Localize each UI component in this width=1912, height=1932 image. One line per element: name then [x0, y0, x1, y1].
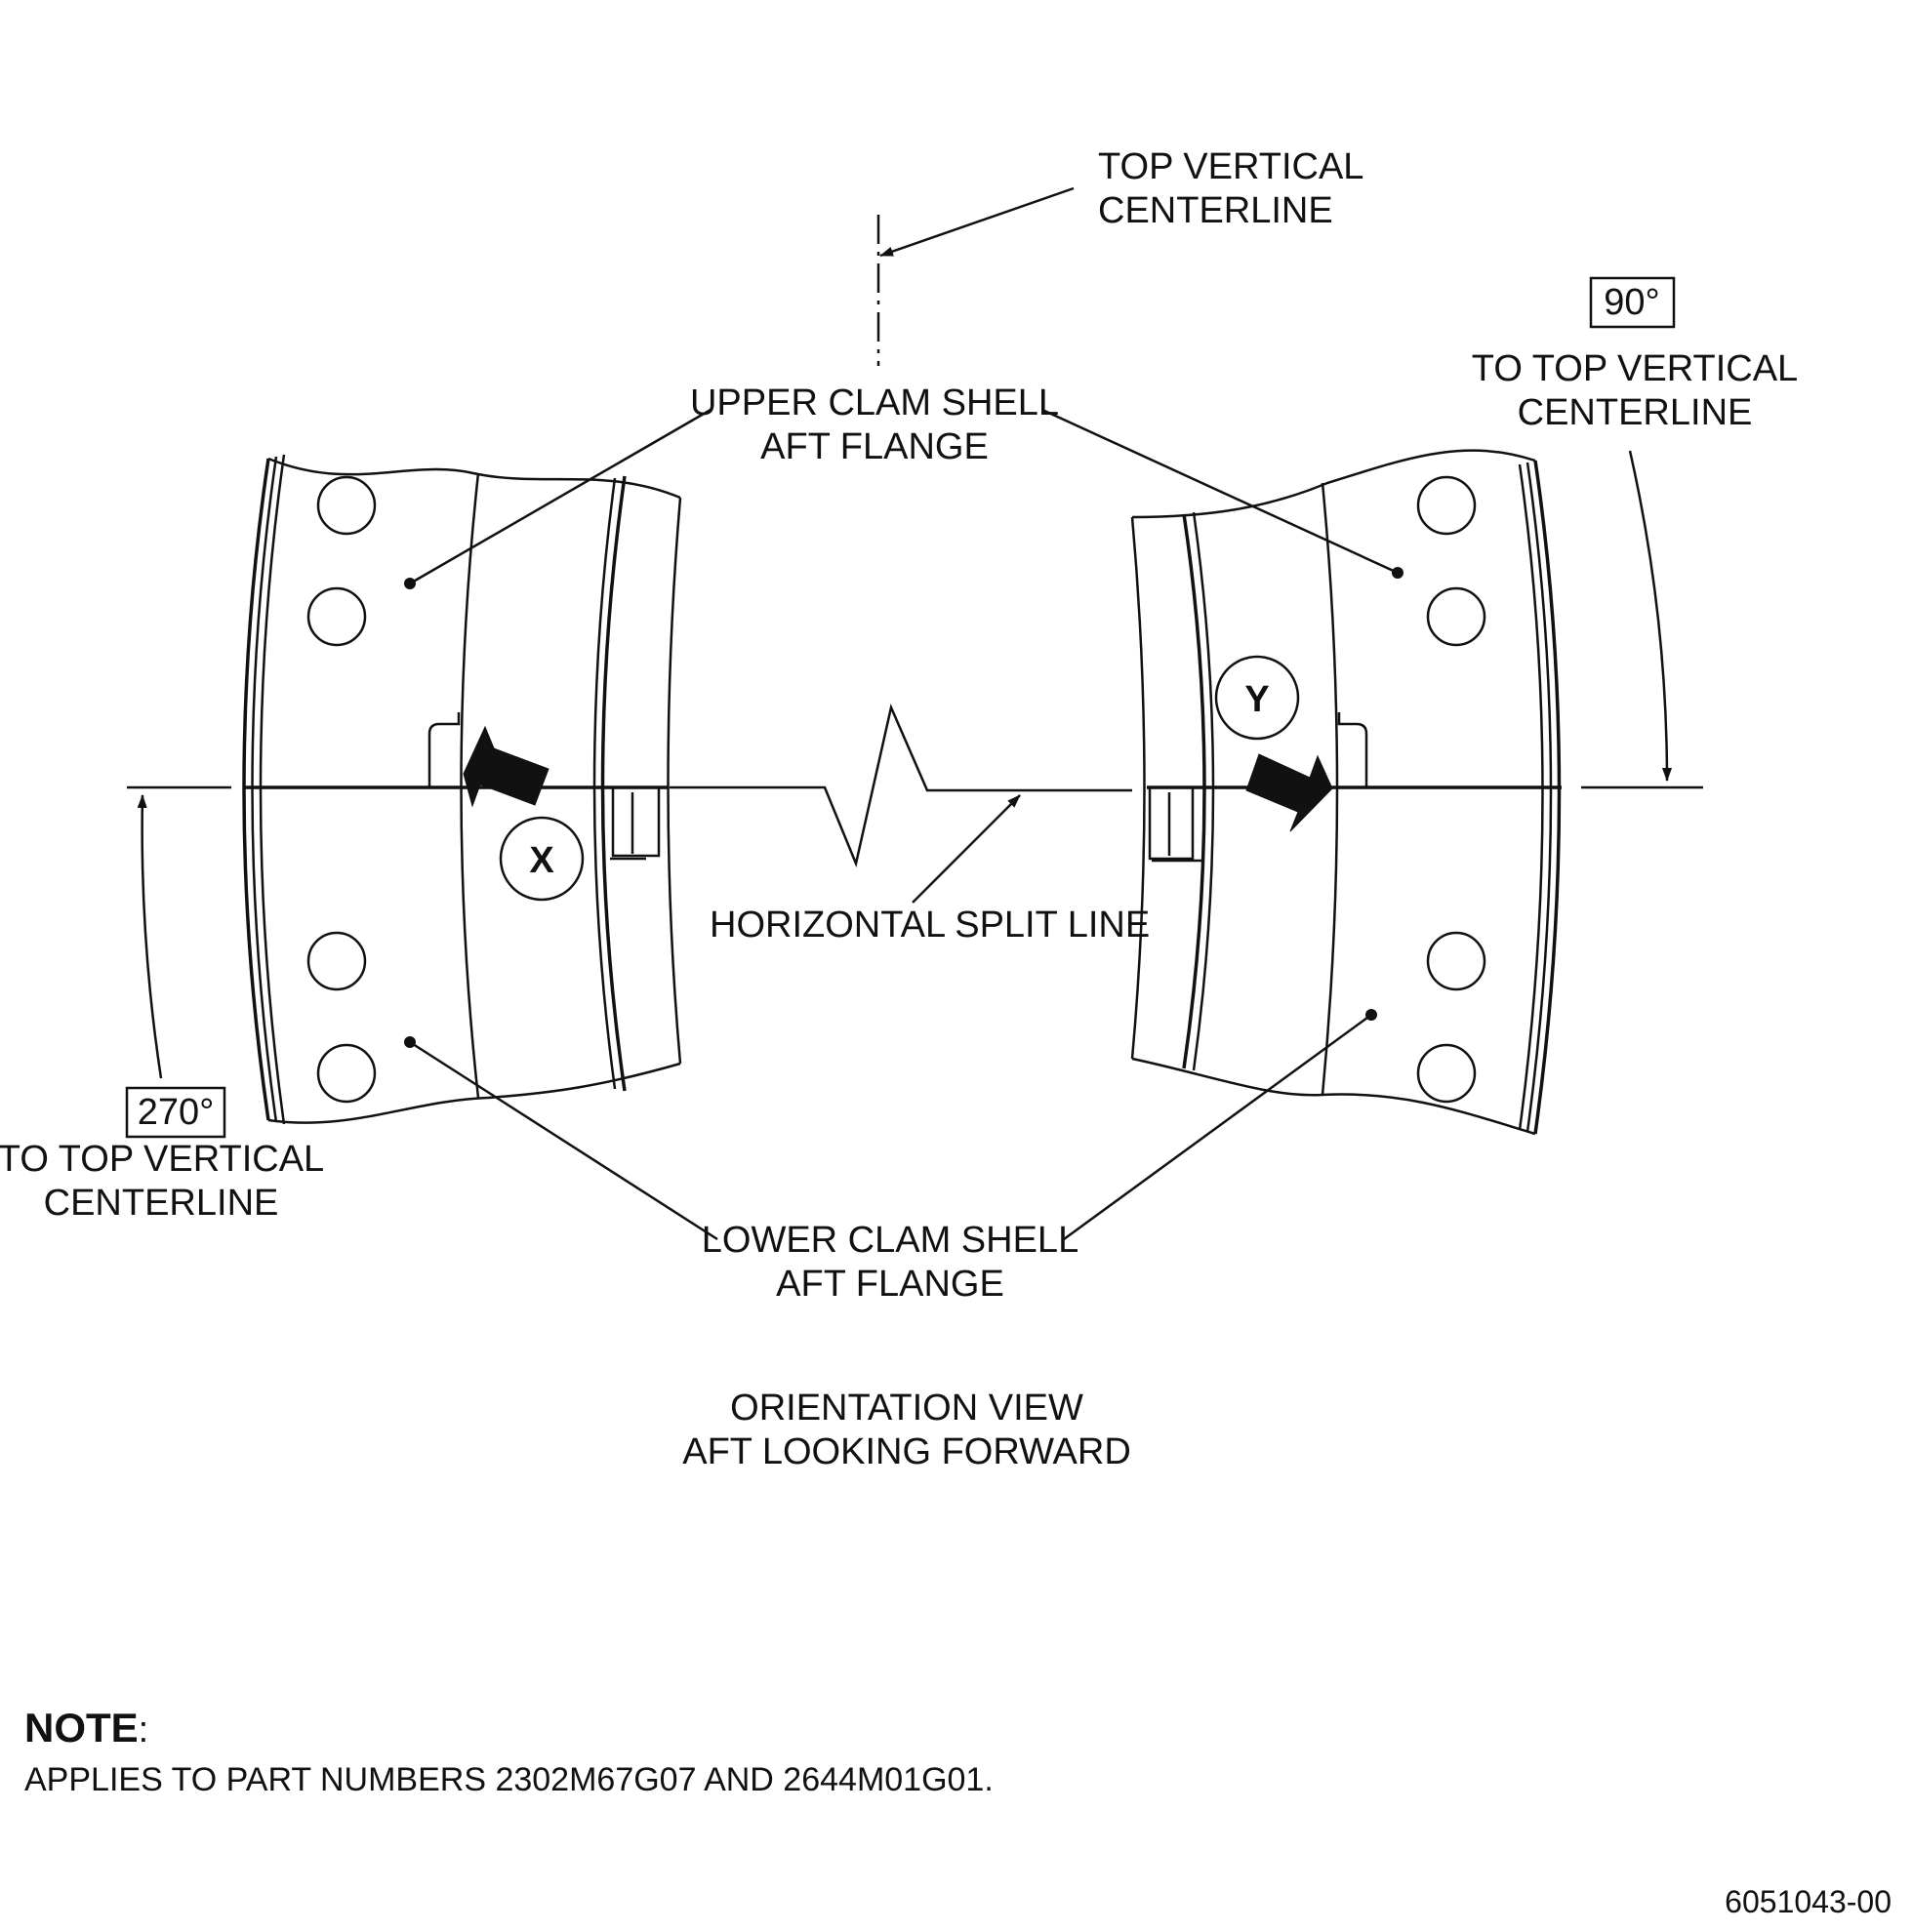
right-upper-step: [1337, 712, 1368, 787]
right-bolt-hole: [1416, 1043, 1477, 1104]
upper-flange-label-line2: AFT FLANGE: [760, 426, 989, 467]
left-upper-step: [427, 712, 461, 787]
left-inner-edge: [667, 497, 682, 1065]
left-flange-assembly: X: [242, 454, 682, 1125]
view-title-line2: AFT LOOKING FORWARD: [682, 1431, 1131, 1472]
top-centerline-label-line1: TOP VERTICAL: [1098, 146, 1363, 187]
left-bolt-hole: [316, 475, 377, 536]
callout-y-label: Y: [1244, 679, 1269, 720]
lower-flange-leader-right: [1063, 1013, 1372, 1241]
left-key-slot: [611, 787, 661, 858]
right-bolt-hole: [1426, 931, 1486, 991]
angle-right-text-line2: CENTERLINE: [1518, 392, 1753, 433]
callout-x-bubble: [499, 816, 585, 902]
left-top-break: [267, 457, 681, 500]
left-bolt-hole: [306, 931, 367, 991]
angle-left-text-line2: CENTERLINE: [44, 1183, 279, 1224]
right-inner-edge: [1130, 516, 1146, 1060]
split-line-break-symbol: [670, 703, 1132, 868]
upper-flange-leader-left: [409, 408, 712, 585]
callout-x-label: X: [529, 840, 554, 881]
lower-flange-leader-left: [409, 1040, 718, 1241]
split-line-label: HORIZONTAL SPLIT LINE: [710, 905, 1150, 946]
figure-id: 6051043-00: [1725, 1884, 1892, 1919]
top-centerline-label-line2: CENTERLINE: [1098, 190, 1333, 231]
right-bolt-hole: [1426, 586, 1486, 647]
note-text: APPLIES TO PART NUMBERS 2302M67G07 AND 2…: [24, 1761, 994, 1798]
arrow-x-icon: [463, 725, 549, 808]
right-outer-rim: [1533, 460, 1562, 1135]
angle-right-box: [1589, 276, 1676, 329]
angle-left-box: [125, 1086, 226, 1139]
view-title-line1: ORIENTATION VIEW: [730, 1388, 1083, 1429]
angle-left-arrow: [137, 794, 163, 1079]
lower-flange-label-line1: LOWER CLAM SHELL: [702, 1220, 1078, 1261]
right-flange-assembly: Y: [1130, 449, 1562, 1136]
top-centerline-leader: [879, 186, 1075, 258]
right-top-break: [1131, 449, 1536, 519]
angle-right-arrow: [1628, 450, 1672, 782]
left-bolt-hole: [316, 1043, 377, 1104]
left-bolt-hole: [306, 586, 367, 647]
arrow-y-icon: [1245, 753, 1333, 832]
right-key-slot: [1148, 787, 1195, 861]
upper-flange-leader-right: [1041, 408, 1399, 575]
angle-left-value: 270°: [138, 1092, 215, 1133]
angle-right-value: 90°: [1604, 282, 1659, 323]
angle-right-text-line1: TO TOP VERTICAL: [1472, 348, 1798, 389]
right-bolt-hole: [1416, 475, 1477, 536]
upper-flange-label-line1: UPPER CLAM SHELL: [690, 382, 1059, 423]
split-line-leader: [912, 794, 1021, 904]
angle-left-text-line1: TO TOP VERTICAL: [0, 1139, 324, 1180]
note-heading: NOTE:: [24, 1705, 148, 1751]
lower-flange-label-line2: AFT FLANGE: [776, 1264, 1004, 1305]
callout-y-bubble: [1214, 655, 1300, 741]
